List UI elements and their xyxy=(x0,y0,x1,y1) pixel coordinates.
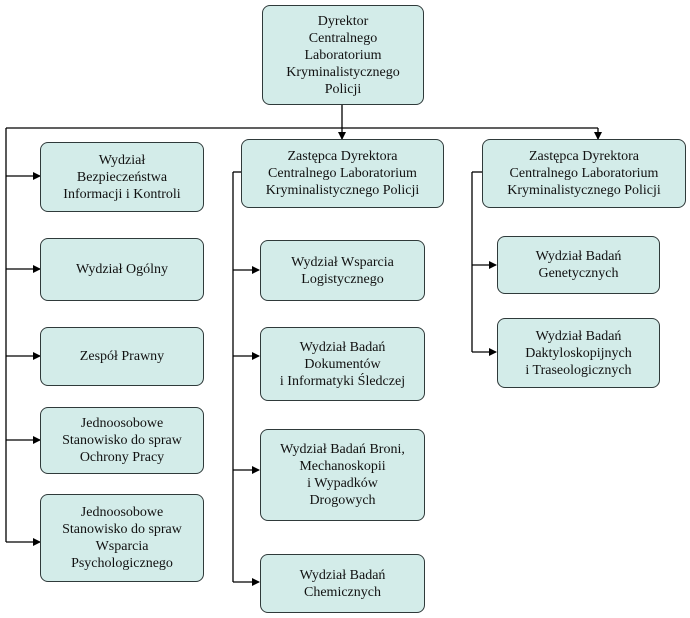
unit-label: Wydział Badań Broni, Mechanoskopii i Wyp… xyxy=(280,442,405,508)
unit-label: Zespół Prawny xyxy=(79,349,165,364)
unit-box-documents-forensic-it: Wydział Badań Dokumentów i Informatyki Ś… xyxy=(260,327,425,401)
unit-label: Wydział Badań Chemicznych xyxy=(299,567,386,600)
unit-label: Wydział Badań Daktyloskopijnych i Traseo… xyxy=(525,328,632,378)
deputy-director-label: Zastępca Dyrektora Centralnego Laborator… xyxy=(507,149,661,198)
unit-box-genetics: Wydział Badań Genetycznych xyxy=(497,236,660,294)
unit-box-logistics-support: Wydział Wsparcia Logistycznego xyxy=(260,240,425,301)
unit-label: Jednoosobowe Stanowisko do spraw Wsparci… xyxy=(62,505,182,571)
unit-label: Wydział Badań Genetycznych xyxy=(535,249,622,281)
unit-box-legal-team: Zespół Prawny xyxy=(40,327,204,386)
unit-label: Wydział Ogólny xyxy=(75,262,169,277)
deputy-director-box-2: Zastępca Dyrektora Centralnego Laborator… xyxy=(482,139,686,208)
unit-box-security-info-control: Wydział Bezpieczeństwa Informacji i Kont… xyxy=(40,142,204,212)
unit-box-weapons-mechanoscopy-accidents: Wydział Badań Broni, Mechanoskopii i Wyp… xyxy=(260,429,425,521)
unit-box-general-department: Wydział Ogólny xyxy=(40,238,204,301)
deputy-director-label: Zastępca Dyrektora Centralnego Laborator… xyxy=(265,149,420,198)
unit-box-psychological-support: Jednoosobowe Stanowisko do spraw Wsparci… xyxy=(40,494,204,582)
director-label: Dyrektor Centralnego Laboratorium Krymin… xyxy=(286,13,400,97)
unit-label: Wydział Badań Dokumentów i Informatyki Ś… xyxy=(279,339,406,389)
unit-label: Jednoosobowe Stanowisko do spraw Ochrony… xyxy=(62,416,182,465)
director-box: Dyrektor Centralnego Laboratorium Krymin… xyxy=(262,5,424,105)
unit-label: Wydział Wsparcia Logistycznego xyxy=(291,254,394,287)
unit-box-occupational-safety: Jednoosobowe Stanowisko do spraw Ochrony… xyxy=(40,407,204,474)
unit-label: Wydział Bezpieczeństwa Informacji i Kont… xyxy=(63,152,181,202)
unit-box-dactyloscopy-traceology: Wydział Badań Daktyloskopijnych i Traseo… xyxy=(497,318,660,388)
unit-box-chemistry: Wydział Badań Chemicznych xyxy=(260,554,425,613)
deputy-director-box-1: Zastępca Dyrektora Centralnego Laborator… xyxy=(241,139,444,208)
